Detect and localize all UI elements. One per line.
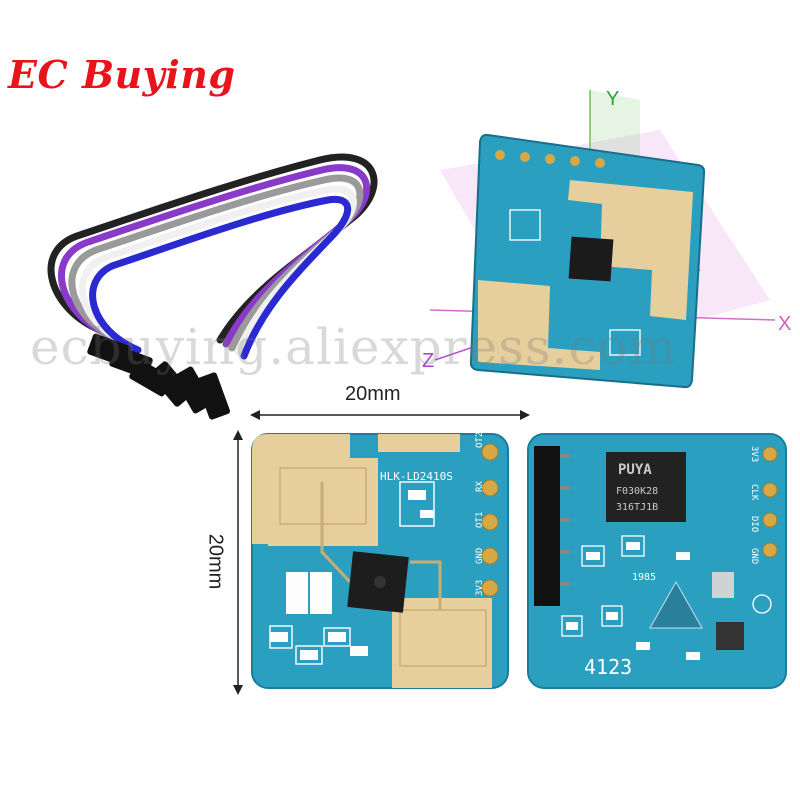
brand-logo: EC Buying: [8, 52, 236, 97]
front-pin-label-1: RX: [475, 481, 485, 492]
mcu-logo: PUYA: [618, 462, 652, 478]
mcu-line-2: 316TJ1B: [616, 502, 658, 513]
width-dimension-arrow: [250, 410, 530, 420]
front-pin-label-2: OT1: [475, 512, 485, 528]
front-model-label: HLK-LD2410S: [380, 470, 453, 483]
width-label: 20mm: [345, 383, 401, 405]
height-label: 20mm: [204, 533, 227, 590]
esd-icon: [649, 580, 703, 629]
angled-board-view: [429, 90, 776, 389]
back-pin-label-3: GND: [749, 548, 759, 564]
mcu-line-1: F030K28: [616, 486, 658, 497]
axis-label-x: X: [778, 313, 792, 335]
back-code-label: 1985: [632, 572, 656, 583]
front-board: HLK-LD2410S OT2 RX OT1 GND 3V3: [250, 432, 510, 690]
back-pin-pads: [762, 446, 778, 558]
axis-label-y: Y: [606, 88, 620, 110]
front-pin-label-0: OT2: [475, 432, 485, 448]
watermark: ecbuying.aliexpress.com: [30, 318, 677, 376]
height-dimension-arrow: [233, 430, 243, 695]
back-marking-label: 4123: [584, 655, 632, 679]
jumper-cable: [47, 153, 378, 420]
dupont-connectors: [87, 333, 231, 420]
back-pin-label-2: DIO: [749, 516, 759, 532]
front-pin-label-3: GND: [475, 548, 485, 564]
back-pin-label-1: CLK: [749, 484, 759, 501]
axis-label-z: Z: [422, 350, 435, 372]
mcu-chip: [606, 452, 686, 522]
front-pin-pads: [481, 443, 499, 597]
pin-header: [534, 446, 560, 606]
angled-pcb: [469, 133, 706, 389]
front-pin-label-4: 3V3: [475, 580, 485, 596]
back-pin-label-0: 3V3: [749, 446, 759, 462]
back-board: PUYA F030K28 316TJ1B 3V3 CLK DIO GND 198…: [526, 432, 788, 690]
